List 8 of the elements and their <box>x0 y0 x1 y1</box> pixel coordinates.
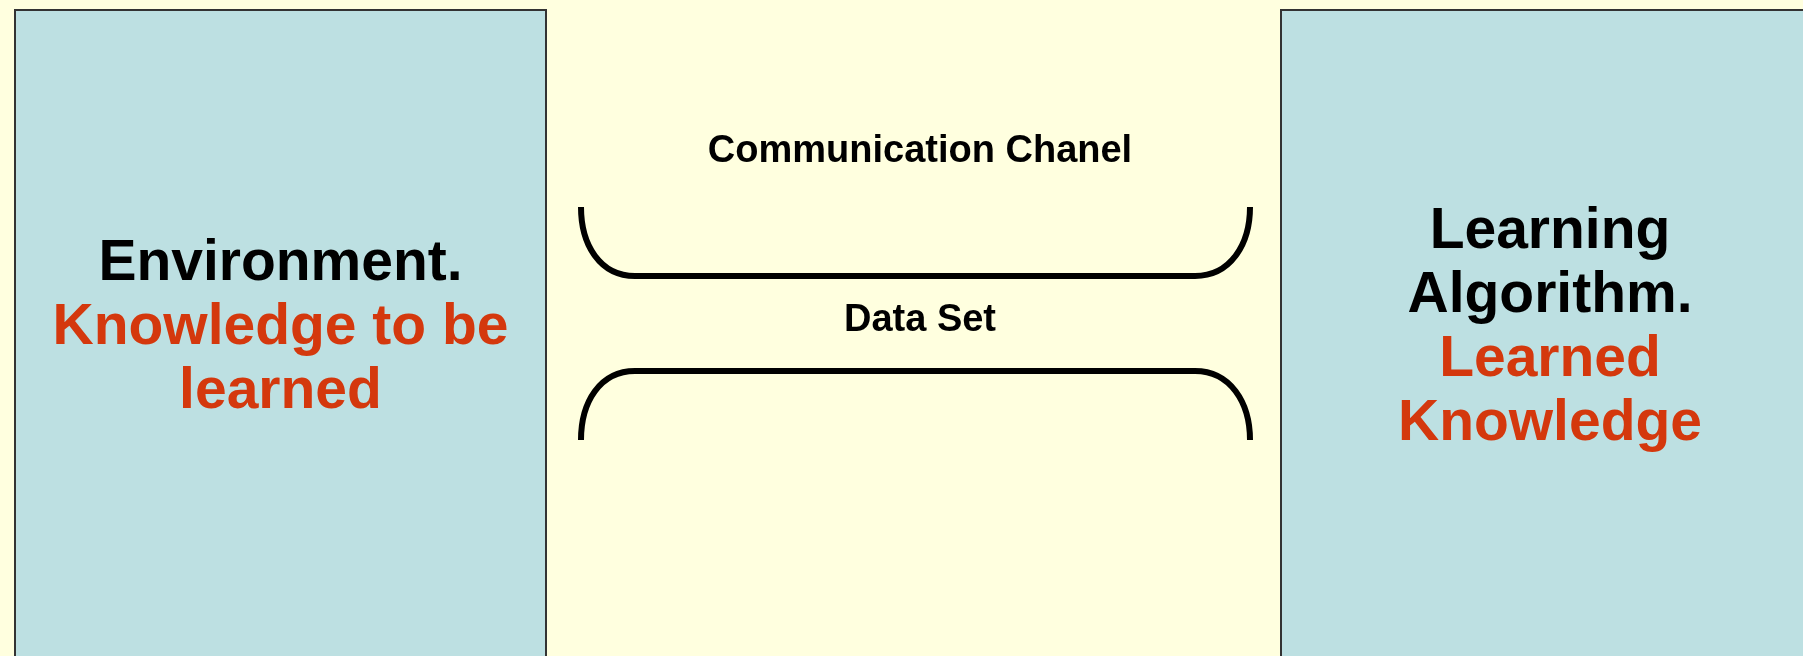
panel-box <box>1280 9 1803 656</box>
panel-heading: Environment. <box>98 228 463 292</box>
panel-box <box>14 9 547 656</box>
channel-label: Communication Chanel <box>706 127 1134 171</box>
panel-heading: Learning Algorithm. <box>1406 196 1694 324</box>
channel-label: Data Set <box>842 296 998 340</box>
panel-subheading: Knowledge to be learned <box>51 292 510 420</box>
panel-subheading: Learned Knowledge <box>1397 324 1703 452</box>
